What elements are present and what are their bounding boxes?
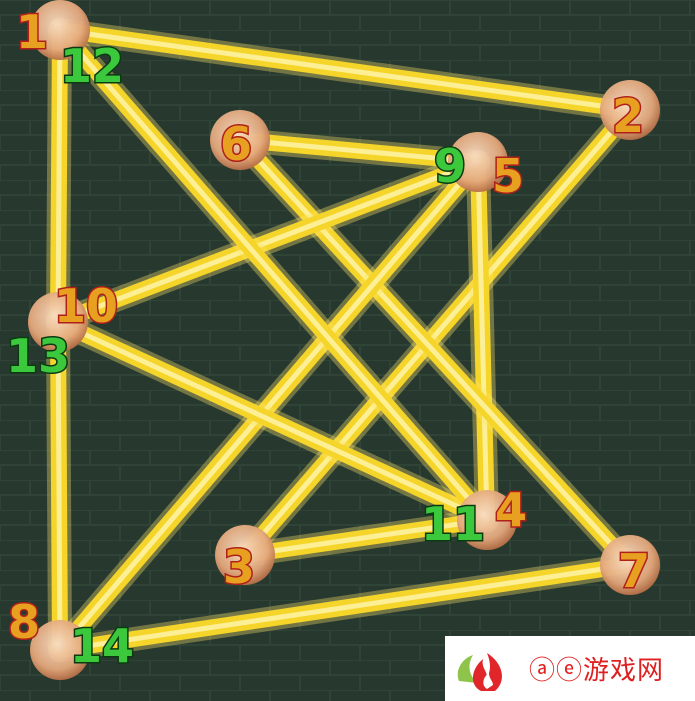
line-segment-E-I [46,310,72,662]
line-segment-I-D [48,150,490,662]
line-segment-D-E [46,150,490,334]
dot-number-label: 3 [223,540,255,594]
line-segment-G-F [233,508,499,567]
dot-number-label: 13 [6,329,70,383]
dot-number-label: 8 [8,595,40,649]
line-segment-F-D [466,150,499,532]
dot-I[interactable] [30,620,90,680]
dot-A[interactable] [30,0,90,60]
watermark-text: ⓐⓔ游戏网 [529,656,665,686]
line-segment-A-B [48,18,642,122]
dot-layer [28,0,660,680]
dot-number-label: 1 [16,5,48,59]
line-segment-H-I [48,553,642,662]
dot-number-label: 10 [54,279,118,333]
dot-D[interactable] [448,132,508,192]
dot-B[interactable] [600,80,660,140]
watermark: ⓐⓔ游戏网 [445,636,695,701]
dot-number-label: 11 [421,497,485,551]
watermark-logo-icon [451,641,521,697]
line-layer [46,18,642,662]
dot-number-label: 6 [220,117,252,171]
line-segment-A-E [46,18,72,334]
line-segment-E-F [46,310,499,532]
dot-C[interactable] [210,110,270,170]
line-segment-C-H [228,128,642,577]
dot-number-label: 12 [60,39,124,93]
dot-F[interactable] [457,490,517,550]
dot-number-label: 4 [495,483,527,537]
line-segment-F-A [48,18,499,532]
dot-number-label: 5 [492,149,524,203]
line-segment-D-C [228,128,490,174]
dot-number-label: 14 [70,619,134,673]
dot-number-label: 2 [612,89,644,143]
dot-H[interactable] [600,535,660,595]
line-segment-B-G [233,98,642,567]
dot-number-label: 7 [618,544,650,598]
dot-G[interactable] [215,525,275,585]
dot-number-label: 9 [434,139,466,193]
dot-E[interactable] [28,292,88,352]
